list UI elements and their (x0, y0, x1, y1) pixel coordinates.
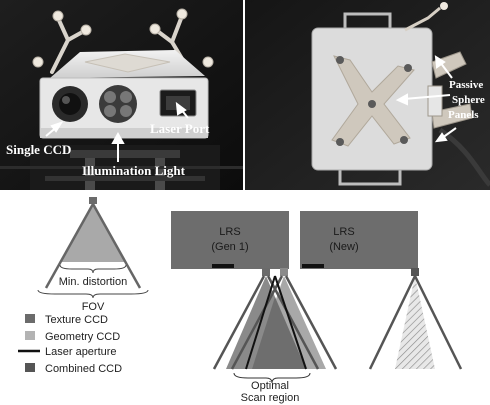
label-single-ccd: Single CCD (6, 142, 71, 157)
lrs-new-diagram: LRS (New) (300, 211, 463, 370)
sphere-top-corner (440, 2, 448, 10)
side-sphere-panels (427, 51, 473, 129)
gen1-geometry-ccd (280, 268, 288, 276)
lrs-new-title: LRS (333, 226, 354, 238)
optimal-label-line2: Scan region (241, 392, 300, 404)
fov-label: FOV (82, 301, 105, 313)
label-laser-port: Laser Port (150, 121, 210, 136)
single-ccd-lens (52, 86, 88, 122)
new-fov-line-left (368, 275, 417, 370)
min-distortion-label: Min. distortion (59, 276, 127, 288)
photo-scanner-front: Single CCD Illumination Light Laser Port (0, 0, 243, 190)
new-fov-line-right (413, 275, 463, 370)
passive-spheres-front (32, 8, 214, 68)
gen1-frame-line-3 (230, 275, 284, 370)
legend-label-combined: Combined CCD (45, 363, 122, 375)
gen1-frame-line-2 (266, 275, 320, 370)
legend-geometry-cone (60, 204, 126, 262)
legend-swatch-combined (25, 363, 35, 372)
legend-swatch-texture (25, 314, 35, 323)
legend-fov-line-right (91, 203, 142, 289)
photo-arrows-top (395, 55, 457, 143)
new-scan-cone-hatched (395, 276, 435, 369)
illumination-light-cluster (99, 85, 137, 123)
legend-label-geometry: Geometry CCD (45, 331, 120, 343)
mounting-rig (0, 145, 243, 190)
passive-sphere-frame-top (404, 6, 441, 32)
label-panels: Panels (448, 109, 479, 121)
legend-camera-block (89, 197, 97, 204)
photo-arrows-front (45, 101, 189, 162)
gen1-laser-line-left (245, 275, 276, 370)
optimal-scan-brace (233, 372, 311, 384)
label-illumination-light: Illumination Light (82, 163, 186, 178)
laser-port-window (159, 89, 197, 117)
gen1-frame-line-1 (212, 275, 266, 370)
passive-spheres-top (336, 56, 412, 146)
legend-label-texture: Texture CCD (45, 314, 108, 326)
lrs-gen1-title: LRS (219, 226, 240, 238)
lrs-gen1-laser-bar (212, 264, 234, 268)
fov-legend-diagram: Min. distortion FOV Texture CCD Geometry… (18, 197, 149, 375)
lrs-gen1-diagram: LRS (Gen 1) Optimal Scan region (171, 211, 338, 404)
lrs-new-laser-bar (302, 264, 324, 268)
min-distortion-brace (59, 264, 127, 274)
fov-brace (37, 289, 149, 299)
photo-scanner-top: Passive Sphere Panels (245, 0, 490, 190)
gen1-texture-ccd (262, 268, 270, 276)
carry-handles (338, 12, 402, 186)
legend-swatch-geometry (25, 331, 35, 340)
lrs-gen1-subtitle: (Gen 1) (211, 241, 248, 253)
lrs-new-box (300, 211, 418, 269)
lrs-gen1-box (171, 211, 289, 269)
new-combined-ccd (411, 268, 419, 276)
gen1-laser-line-right (274, 275, 307, 370)
label-sphere: Sphere (452, 94, 485, 106)
gen1-frame-line-4 (284, 275, 338, 370)
optimal-label-line1: Optimal (251, 380, 289, 392)
legend-fov-line-left (44, 203, 95, 289)
gen1-overlap-region (252, 297, 306, 369)
label-passive: Passive (449, 79, 483, 91)
legend-label-laser: Laser aperture (45, 346, 117, 358)
lrs-new-subtitle: (New) (329, 241, 358, 253)
